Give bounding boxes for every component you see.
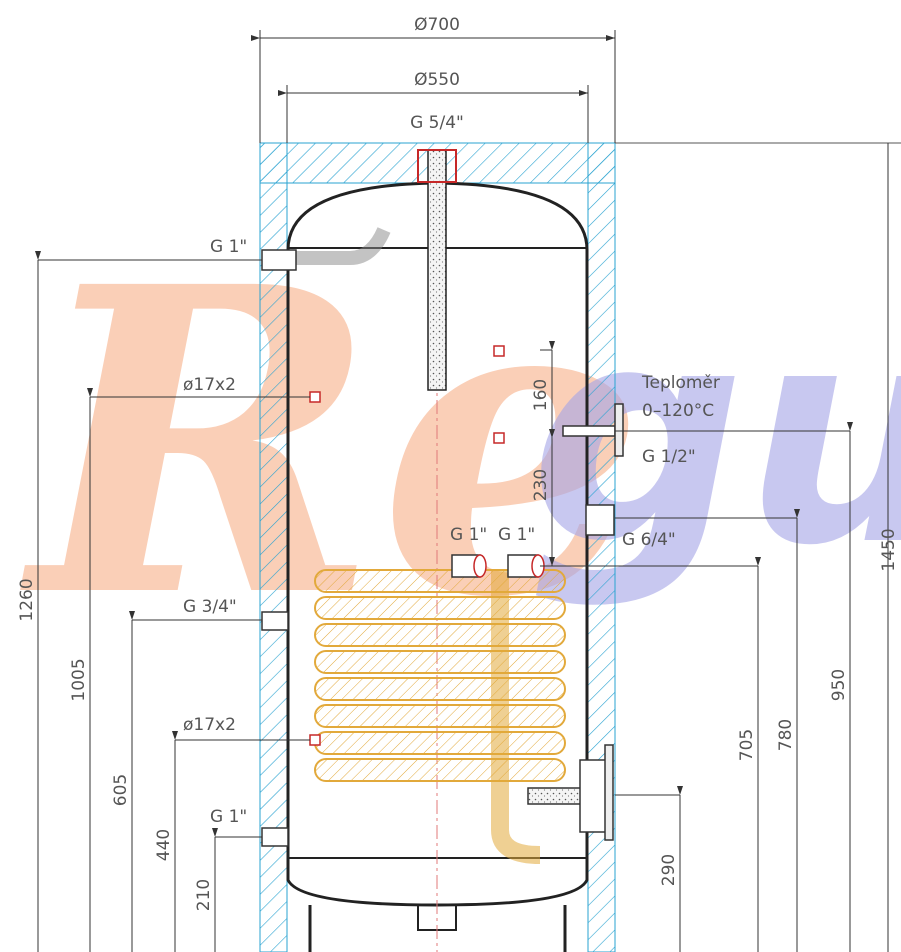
dim-1260: 1260 (17, 578, 37, 621)
label-side-6-4: G 6/4" (622, 530, 676, 550)
dim-1450: 1450 (879, 528, 899, 571)
dimension-lines (35, 30, 889, 952)
label-outer-diameter: Ø700 (414, 15, 460, 35)
labels: Ø700 Ø550 G 5/4" G 1" ø17x2 G 3/4" ø17x2… (17, 15, 899, 911)
label-coil-in: G 1" (450, 525, 487, 545)
coil-connections (451, 554, 545, 578)
label-sensor-lower: ø17x2 (183, 715, 236, 735)
heat-exchanger-coil (314, 569, 566, 864)
label-inner-diameter: Ø550 (414, 70, 460, 90)
dim-780: 780 (776, 719, 796, 751)
anode-rod (417, 149, 457, 391)
dim-230: 230 (531, 469, 551, 501)
dim-705: 705 (737, 729, 757, 761)
dim-950: 950 (829, 669, 849, 701)
label-mid-connection: G 3/4" (183, 597, 237, 617)
label-top-connection: G 5/4" (410, 113, 464, 133)
dim-160: 160 (531, 379, 551, 411)
label-thermometer: Teploměr (641, 373, 720, 393)
label-bottom-connection: G 1" (210, 807, 247, 827)
dim-290: 290 (659, 854, 679, 886)
label-thermometer-range: 0–120°C (642, 401, 714, 421)
dim-605: 605 (111, 774, 131, 806)
label-coil-out: G 1" (498, 525, 535, 545)
dim-440: 440 (154, 829, 174, 861)
label-thermometer-thread: G 1/2" (642, 447, 696, 467)
side-connections (261, 227, 624, 847)
label-upper-connection: G 1" (210, 237, 247, 257)
dim-1005: 1005 (69, 658, 89, 701)
dim-210: 210 (194, 879, 214, 911)
label-sensor-upper: ø17x2 (183, 375, 236, 395)
